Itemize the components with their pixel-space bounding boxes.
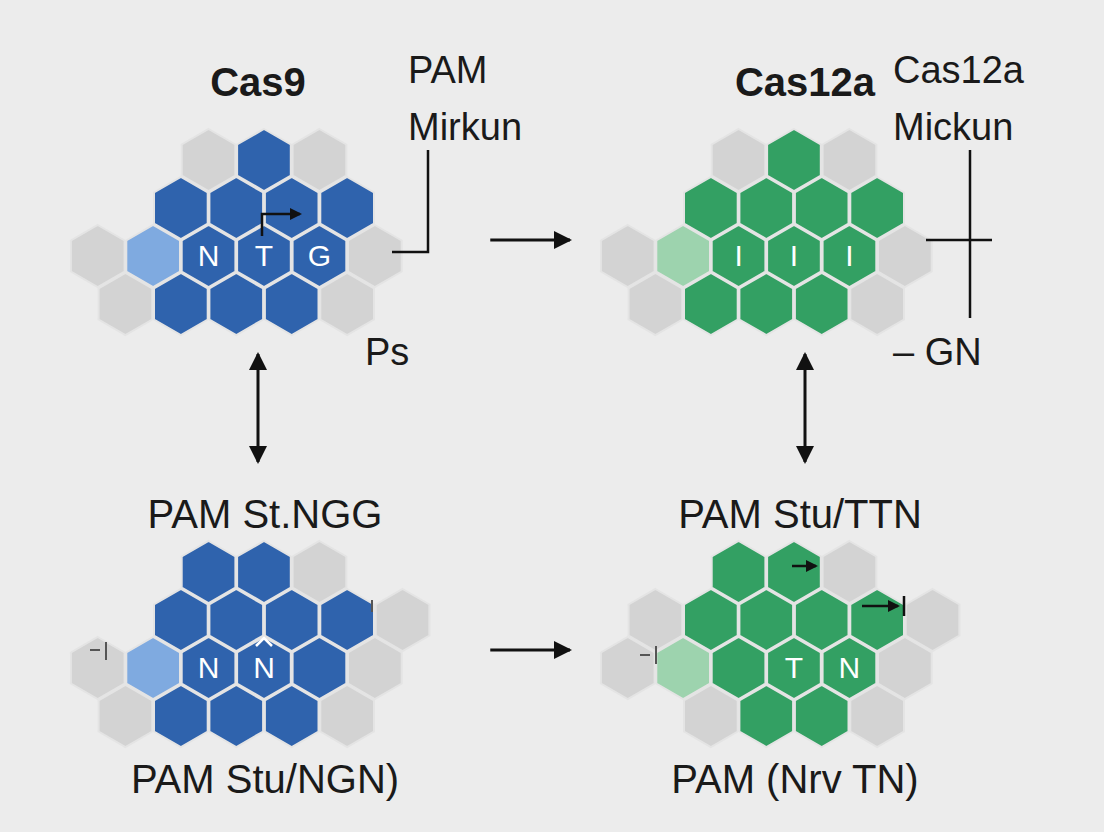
hexagon-cell — [684, 273, 738, 335]
hexagon-cell — [629, 273, 683, 335]
leader-line — [392, 150, 428, 252]
hexagon-cluster: NTG — [70, 128, 430, 336]
text-label: PAM St.NGG — [55, 490, 475, 538]
base-letter: T — [774, 648, 814, 688]
text-label: PAM Stu/TTN — [590, 490, 1010, 538]
flow-arrow — [257, 354, 260, 462]
text-label: Ps — [365, 330, 465, 376]
hexagon-cell — [739, 685, 793, 747]
base-letter: N — [829, 648, 869, 688]
base-letter: I — [774, 236, 814, 276]
hexagon-cluster: NN — [70, 540, 430, 748]
hexagon-cell — [739, 273, 793, 335]
base-letter: I — [719, 236, 759, 276]
flow-arrow — [804, 354, 807, 462]
hexagon-cell — [320, 685, 374, 747]
flow-arrow — [490, 649, 570, 652]
heading-label: Cas9 — [148, 58, 368, 106]
hexagon-cell — [154, 685, 208, 747]
bracket-line — [926, 239, 992, 242]
hexagon-cell — [850, 685, 904, 747]
text-label: – GN — [893, 330, 1043, 376]
text-label: Cas12a Mickun — [893, 42, 1063, 156]
hexagon-cell — [684, 685, 738, 747]
hexagon-cell — [795, 273, 849, 335]
hexagon-cell — [850, 273, 904, 335]
hexagon-cluster: TN — [600, 540, 960, 748]
base-letter: N — [244, 648, 284, 688]
base-letter: N — [189, 236, 229, 276]
hexagon-cell — [154, 273, 208, 335]
hexagon-cluster: III — [600, 128, 960, 336]
hexagon-outline — [70, 540, 430, 748]
hexagon-cell — [265, 685, 319, 747]
base-letter: I — [829, 236, 869, 276]
hexagon-outline — [70, 128, 430, 336]
heading-label: Cas12a — [685, 58, 925, 106]
text-label: PAM Stu/NGN) — [55, 755, 475, 803]
base-letter: G — [299, 236, 339, 276]
flow-arrow — [490, 239, 570, 242]
hexagon-cell — [209, 685, 263, 747]
leader-line — [969, 150, 972, 240]
text-label: PAM Mirkun — [408, 42, 558, 156]
hexagon-cell — [99, 685, 153, 747]
hexagon-cell — [601, 637, 655, 699]
hexagon-cell — [209, 273, 263, 335]
hexagon-cell — [795, 685, 849, 747]
base-letter: T — [244, 236, 284, 276]
hexagon-outline — [600, 128, 960, 336]
hexagon-cell — [320, 273, 374, 335]
hexagon-cell — [99, 273, 153, 335]
hexagon-outline — [600, 540, 960, 748]
base-letter: N — [189, 648, 229, 688]
text-label: PAM (Nrv TN) — [585, 755, 1005, 803]
hexagon-cell — [265, 273, 319, 335]
bracket-line — [969, 240, 972, 318]
